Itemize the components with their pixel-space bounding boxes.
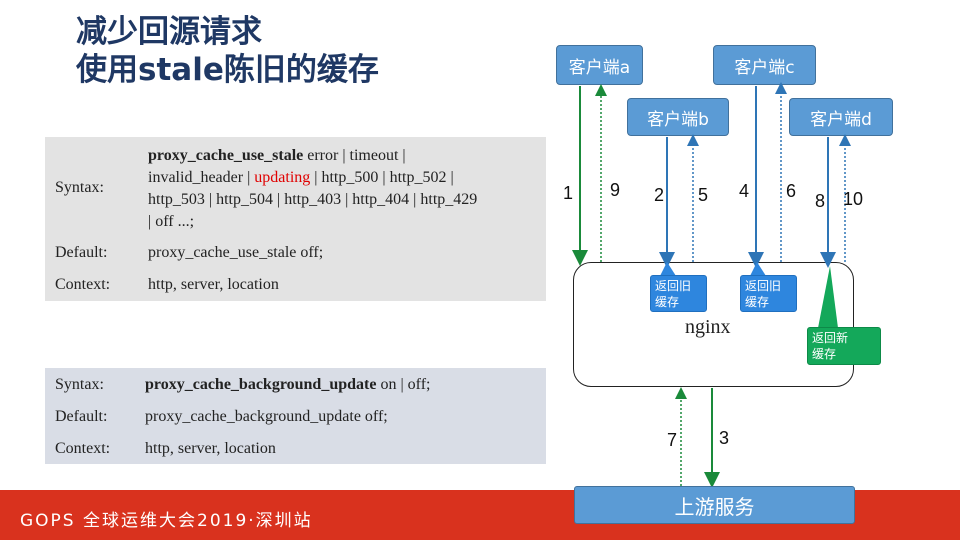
step-number-3: 3: [719, 428, 730, 448]
step-number-2: 2: [654, 185, 665, 205]
callout-text: 返回新: [812, 331, 849, 345]
default-label: Default:: [55, 408, 108, 425]
directive-proxy-cache-use-stale: Syntax: proxy_cache_use_stale error | ti…: [45, 137, 546, 301]
syntax-options: http_503 | http_504 | http_403 | http_40…: [148, 191, 478, 208]
callout-text: 返回旧: [655, 279, 692, 293]
step-number-8: 8: [815, 191, 826, 211]
context-label: Context:: [55, 440, 111, 457]
default-label: Default:: [55, 244, 108, 261]
step-number-5: 5: [698, 185, 709, 205]
syntax-options: on | off;: [380, 376, 431, 393]
syntax-value: proxy_cache_use_stale error | timeout | …: [148, 145, 543, 233]
client-b-box: 客户端b: [627, 98, 729, 136]
callout-pointer-old2: [750, 262, 766, 276]
updating-highlight: updating: [254, 169, 311, 186]
step-number-6: 6: [786, 181, 797, 201]
default-value: proxy_cache_background_update off;: [145, 408, 388, 425]
syntax-options: | http_500 | http_502 |: [314, 169, 454, 186]
context-label: Context:: [55, 276, 111, 293]
callout-return-new-cache: 返回新 缓存: [807, 327, 881, 365]
syntax-label: Syntax:: [55, 376, 104, 393]
callout-pointer-new: [818, 266, 838, 328]
callout-return-old-cache-b: 返回旧 缓存: [650, 275, 707, 312]
client-c-box: 客户端c: [713, 45, 816, 85]
nginx-label: nginx: [685, 316, 731, 338]
nginx-box: [573, 262, 854, 387]
footer-event-name: GOPS 全球运维大会2019·深圳站: [20, 511, 313, 531]
upstream-service-box: 上游服务: [574, 486, 855, 524]
client-a-box: 客户端a: [556, 45, 643, 85]
syntax-options: error | timeout |: [307, 147, 406, 164]
syntax-options: invalid_header |: [148, 169, 251, 186]
default-value: proxy_cache_use_stale off;: [148, 244, 324, 261]
syntax-label: Syntax:: [55, 179, 104, 196]
callout-text: 缓存: [655, 295, 680, 309]
slide-title-line2: 使用stale陈旧的缓存: [76, 52, 379, 88]
directive-proxy-cache-background-update: Syntax: proxy_cache_background_update on…: [45, 368, 546, 464]
callout-text: 缓存: [745, 295, 770, 309]
slide-title-line1: 减少回源请求: [76, 14, 262, 50]
context-value: http, server, location: [145, 440, 276, 457]
step-number-1: 1: [563, 183, 574, 203]
directive-name: proxy_cache_use_stale: [148, 147, 304, 164]
context-value: http, server, location: [148, 276, 279, 293]
step-number-7: 7: [667, 430, 678, 450]
syntax-options: | off ...;: [148, 213, 195, 230]
directive-name: proxy_cache_background_update: [145, 376, 377, 393]
step-number-4: 4: [739, 181, 750, 201]
callout-return-old-cache-c: 返回旧 缓存: [740, 275, 797, 312]
callout-text: 返回旧: [745, 279, 782, 293]
step-number-9: 9: [610, 180, 621, 200]
callout-pointer-old1: [660, 262, 676, 276]
client-d-box: 客户端d: [789, 98, 893, 136]
callout-text: 缓存: [812, 347, 837, 361]
syntax-value: proxy_cache_background_update on | off;: [145, 376, 430, 394]
step-number-10: 10: [843, 189, 864, 209]
